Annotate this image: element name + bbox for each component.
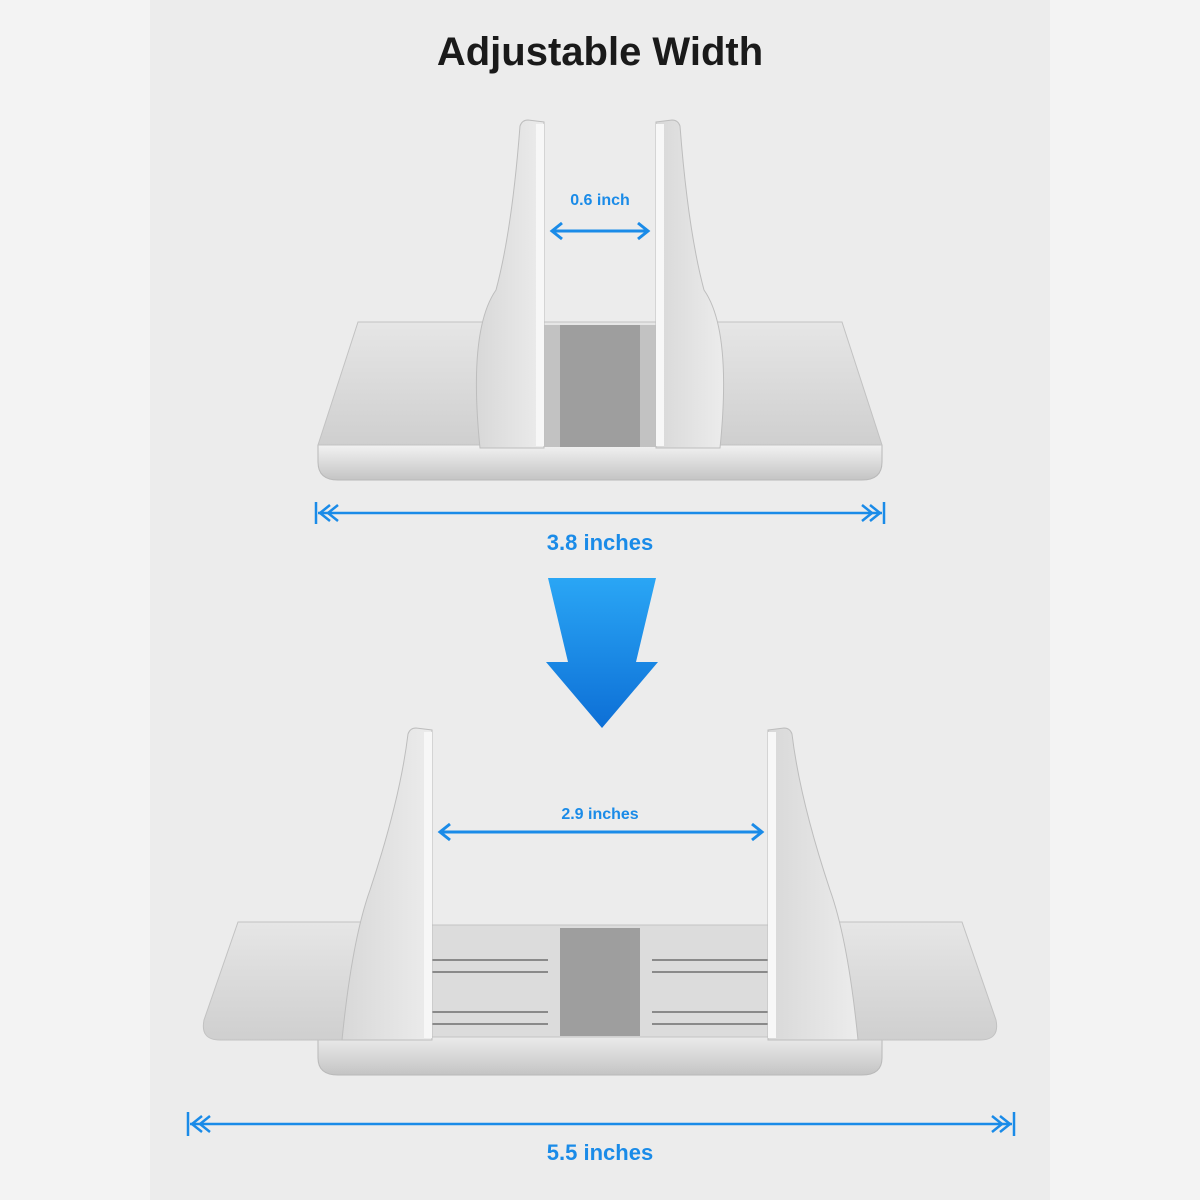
left-wall (341, 727, 433, 1041)
left-wall-inner (424, 732, 432, 1038)
down-arrow-icon (546, 578, 658, 728)
right-wall-inner (768, 732, 776, 1038)
right-wall (655, 119, 725, 449)
left-wall (475, 119, 545, 449)
narrow-base-dimension (314, 502, 886, 524)
wide-gap-dimension (437, 822, 765, 842)
wide-gap-label: 2.9 inches (561, 806, 639, 823)
narrow-base-width-label: 3.8 inches (546, 530, 654, 555)
narrow-gap-label: 0.6 inch (570, 192, 630, 209)
center-pad (560, 928, 640, 1036)
left-wall-inner (536, 124, 544, 446)
base-edge (317, 1029, 883, 1076)
wide-base-width-label: 5.5 inches (546, 1140, 654, 1165)
center-pad (560, 325, 640, 447)
right-wall (767, 727, 859, 1041)
wide-base-dimension (186, 1112, 1016, 1136)
page-title: Adjustable Width (436, 30, 764, 74)
narrow-gap-dimension (549, 221, 651, 241)
right-wall-inner (656, 124, 664, 446)
wide-stand (202, 727, 998, 1076)
narrow-stand (317, 119, 883, 481)
base-edge (317, 444, 883, 481)
